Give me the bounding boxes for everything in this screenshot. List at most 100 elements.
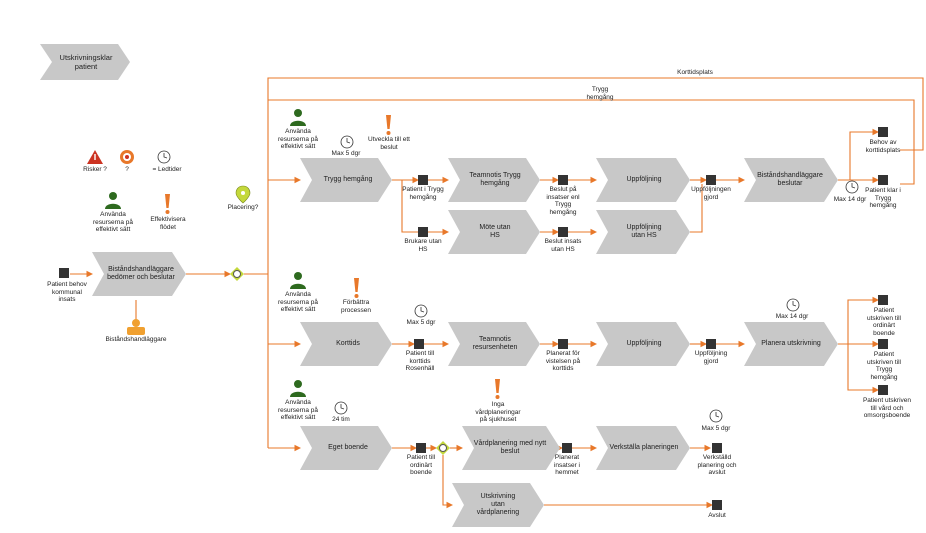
process-shapes: [92, 158, 838, 527]
event-egen-patient: [416, 443, 426, 453]
clock-icon-trygg: [340, 135, 354, 149]
egen-plan-label: Vårdplanering med nytt beslut: [473, 440, 547, 455]
trygg-event-decision2-label: Beslut insats utan HS: [544, 238, 582, 253]
left-resources-label: Använda resurserna på effektivt sätt: [92, 211, 134, 233]
kort-process-label: Korttids: [336, 340, 360, 347]
event-start: [59, 268, 69, 278]
trygg-meeting-label: Möte utan HS: [479, 224, 511, 239]
legend-question-label: ?: [125, 166, 129, 173]
trygg-event-decision-label: Beslut på insatser enl Trygg hemgång: [546, 186, 580, 216]
event-egen-done: [712, 443, 722, 453]
egen-process-label: Eget boende: [328, 444, 368, 451]
egen-event-done-label: Verkställd planering och avslut: [697, 454, 737, 476]
kort-resources-label: Använda resurserna på effektivt sätt: [277, 291, 319, 313]
event-trygg-followed: [706, 175, 716, 185]
exclamation-icon-kort: [354, 278, 359, 298]
event-egen-planned: [562, 443, 572, 453]
route-trygg-label: Trygg hemgång: [586, 86, 614, 101]
person-icon-kort: [290, 272, 306, 289]
process-trygg: [300, 158, 392, 202]
event-kort-planned: [558, 339, 568, 349]
event-trygg-user: [418, 227, 428, 237]
process-egen-exec: [596, 426, 690, 470]
kort-clock2-label: Max 14 dgr: [775, 313, 809, 320]
process-kort-plan: [744, 322, 838, 366]
egen-clock-label: 24 tim: [332, 416, 350, 423]
event-shapes: [59, 127, 888, 510]
trygg-clock2-label: Max 14 dgr: [833, 196, 867, 203]
route-kortidsplats-label: Korttidsplats: [677, 69, 713, 76]
process-trygg-follow: [596, 158, 690, 202]
kort-event-out3-label: Patient utskriven till vård och omsorgsb…: [862, 397, 912, 419]
gateway-main: [230, 267, 244, 281]
map-pin-icon: [235, 185, 251, 204]
clock-icon-trygg2: [845, 180, 859, 194]
placement-label: Placering?: [227, 204, 259, 211]
process-trygg-follow2: [596, 210, 690, 254]
kort-team-label: Teamnotis resursenheten: [472, 336, 518, 351]
clock-icon-kort2: [786, 298, 800, 312]
process-egen: [300, 426, 392, 470]
person-icons: [105, 109, 306, 397]
kort-event-followed-label: Uppföljning gjord: [694, 350, 728, 365]
process-trygg-bist: [744, 158, 838, 202]
process-kort-follow: [596, 322, 690, 366]
target-icon: [120, 150, 134, 164]
title-banner: Utskrivningsklar patient: [59, 53, 113, 71]
exclamation-icon-left: [165, 194, 170, 214]
trygg-event-need-label: Behov av korttidsplats: [865, 139, 901, 154]
legend-clock-label: = Ledtider: [152, 166, 182, 173]
exclamation-icon-egen: [495, 379, 500, 399]
trygg-resources-label: Använda resurserna på effektivt sätt: [277, 128, 319, 150]
kort-improve-label: Förbättra processen: [341, 299, 371, 314]
trygg-event-patient-label: Patient i Trygg hemgång: [402, 186, 444, 201]
kort-clock-label: Max 5 dgr: [406, 319, 436, 326]
event-kort-out1: [878, 295, 888, 305]
clock-icon-kort: [414, 304, 428, 318]
process-assessor: [92, 252, 186, 296]
egen-event-planned-label: Planerat insatser i hemmet: [553, 454, 580, 476]
egen-noplan-label: Utskrivning utan vårdplanering: [476, 493, 520, 516]
event-trygg-decision: [558, 175, 568, 185]
kort-plan-label: Planera utskrivning: [761, 340, 821, 347]
trygg-event-clear-label: Patient klar i Trygg hemgång: [865, 187, 901, 209]
clock-icon-egen2: [709, 409, 723, 423]
process-egen-plan: [462, 426, 560, 470]
trygg-follow2-label: Uppföljning utan HS: [626, 224, 662, 239]
warning-icon: [87, 150, 103, 164]
event-kort-followed: [706, 339, 716, 349]
event-kort-out3: [878, 385, 888, 395]
flow-connectors: [70, 77, 924, 509]
event-start-label: Patient behov kommunal insats: [47, 281, 87, 303]
egen-clock2-label: Max 5 dgr: [701, 425, 731, 432]
event-trygg-patient: [418, 175, 428, 185]
event-trygg-decision2: [558, 227, 568, 237]
event-kort-patient: [414, 339, 424, 349]
egen-improve-label: Inga vårdplaneringar på sjukhuset: [475, 401, 521, 423]
person-icon-trygg: [290, 109, 306, 126]
person-icon-left: [105, 192, 121, 209]
egen-exec-label: Verkställa planeringen: [609, 444, 679, 451]
trygg-event-followed-label: Uppföljningen gjord: [691, 186, 731, 201]
clock-icon-legend: [157, 150, 171, 164]
trygg-follow-label: Uppföljning: [626, 176, 662, 183]
kort-follow-label: Uppföljning: [626, 340, 662, 347]
process-assessor-label: Biståndshandläggare bedömer och beslutar: [107, 266, 175, 281]
trygg-team-label: Teamnotis Trygg hemgång: [469, 172, 521, 187]
person-icon-egen: [290, 380, 306, 397]
egen-resources-label: Använda resurserna på effektivt sätt: [277, 399, 319, 421]
title-banner-shape: [40, 44, 130, 80]
trygg-event-user-label: Brukare utan HS: [404, 238, 442, 253]
event-trygg-need: [878, 127, 888, 137]
kort-event-patient-label: Patient till korttids Rosenhäll: [405, 350, 435, 372]
event-kort-out2: [878, 339, 888, 349]
left-efficiency-label: Effektivisera flödet: [150, 216, 186, 231]
process-trygg-meeting: [448, 210, 540, 254]
event-trygg-clear: [878, 175, 888, 185]
exclamation-icons: [165, 115, 500, 399]
egen-event-end-label: Avslut: [708, 512, 726, 519]
role-label: Biståndshandläggare: [105, 336, 167, 343]
kort-event-out1-label: Patient utskriven till ordinärt boende: [867, 307, 901, 337]
process-trygg-team: [448, 158, 540, 202]
